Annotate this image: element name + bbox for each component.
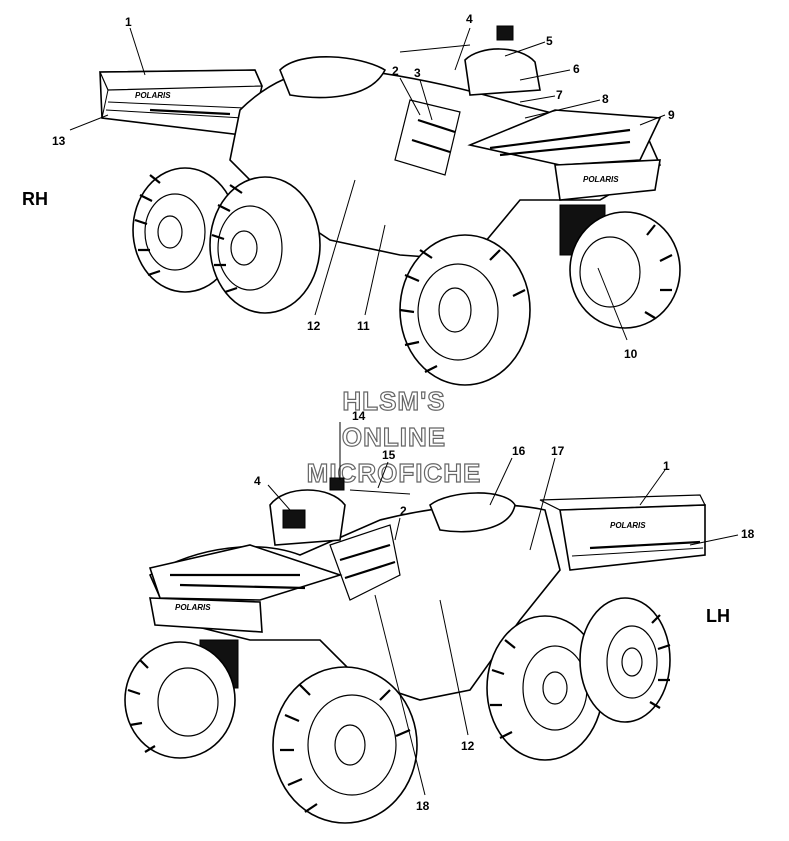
lh-headlight-pod [269,489,346,546]
lh-callout-1: 1 [663,459,670,473]
rh-cargo-decal-text: POLARIS [135,91,171,100]
rh-callout-8: 8 [602,92,609,106]
rh-front-wheel-near [399,234,531,386]
lh-callout-4: 4 [254,474,261,488]
rh-leader-lines [69,27,666,341]
lh-callouts: 1 2 4 12 14 15 16 17 18 18 [254,409,755,813]
rh-callout-1: 1 [125,15,132,29]
lh-leader-lines [267,422,739,796]
lh-side-label: LH [706,606,730,626]
rh-callout-3: 3 [414,66,421,80]
lh-cargo-decal-text: POLARIS [610,521,646,530]
rh-front-decal-text: POLARIS [583,175,619,184]
lh-callout-16: 16 [512,444,526,458]
rh-callout-7: 7 [556,88,563,102]
rh-callout-4: 4 [466,12,473,26]
watermark-line-2: ONLINE [342,422,446,452]
lh-callout-17: 17 [551,444,565,458]
rh-front-rack: POLARIS [467,109,662,201]
rh-callouts: 1 2 3 4 5 6 7 8 9 10 11 12 13 [52,12,675,361]
lh-front-wheel-far [124,641,236,759]
lh-callout-2: 2 [400,504,407,518]
rh-callout-11: 11 [357,319,370,333]
rh-callout-6: 6 [573,62,580,76]
rh-front-wheel-far [569,211,681,329]
atv-rh-view: POLARIS POLARIS [22,12,681,386]
lh-front-wheel-near [272,666,418,824]
rh-rear-wheel-2 [209,176,321,314]
atv-lh-view: POLARIS POLARIS [124,409,755,824]
lh-cargo-box: POLARIS [539,494,706,571]
lh-front-decal-text: POLARIS [175,603,211,612]
lh-callout-18-cargo: 18 [741,527,755,541]
lh-callout-14: 14 [352,409,366,423]
rh-callout-9: 9 [668,108,675,122]
lh-callout-12: 12 [461,739,475,753]
lh-callout-18-front: 18 [416,799,430,813]
rh-callout-12: 12 [307,319,321,333]
rh-callout-2: 2 [392,64,399,78]
lh-callout-15: 15 [382,448,396,462]
rh-callout-5: 5 [546,34,553,48]
rh-side-label: RH [22,189,48,209]
watermark: HLSM'S ONLINE MICROFICHE [306,385,481,488]
rh-headlight-pod [464,48,541,96]
lh-rear-wheel-2 [579,597,671,723]
watermark-line-1: HLSM'S [342,386,445,416]
lh-rear-wheel-1 [486,615,604,761]
lh-front-rack: POLARIS [148,544,343,633]
rh-callout-13: 13 [52,134,66,148]
rh-callout-10: 10 [624,347,638,361]
